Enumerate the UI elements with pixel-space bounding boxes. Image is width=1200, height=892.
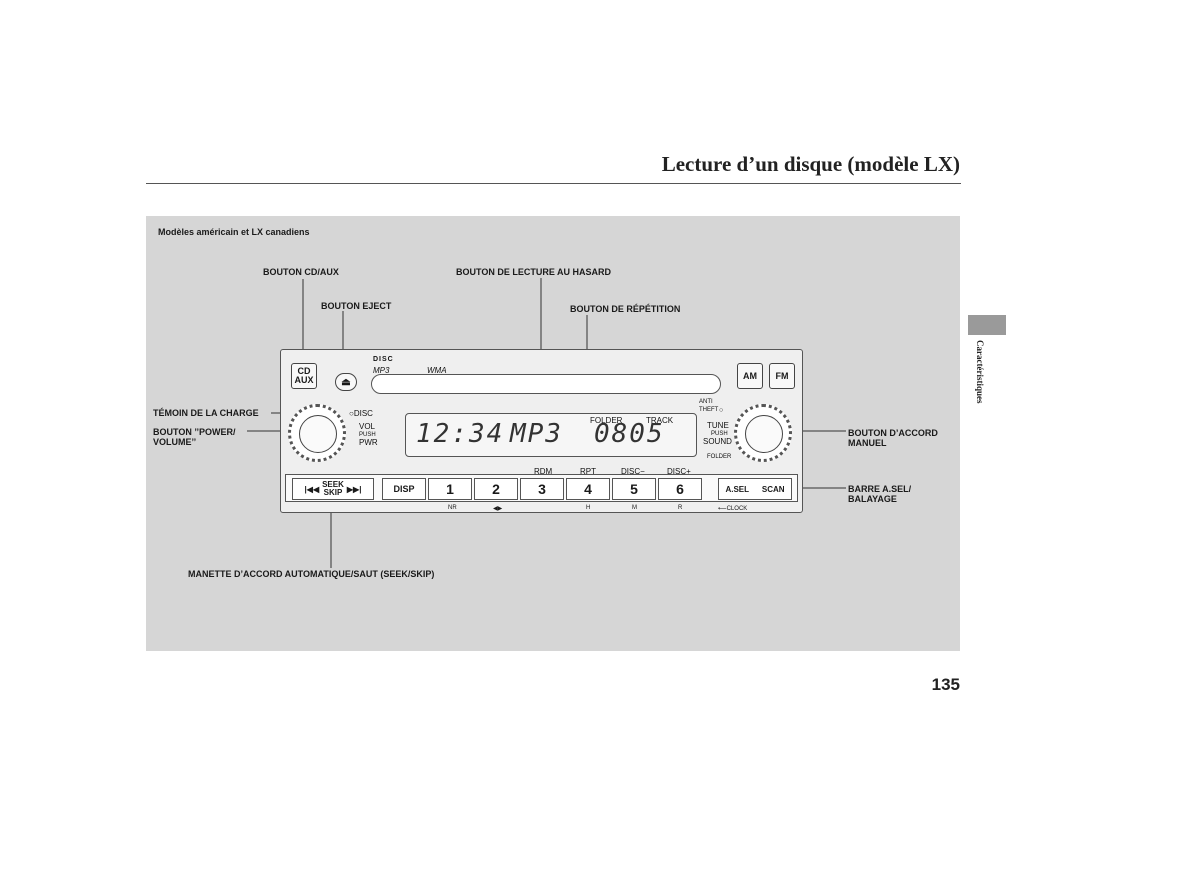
tune-sound-knob[interactable] xyxy=(734,404,792,462)
asel-scan-bar[interactable]: A.SEL SCAN xyxy=(718,478,792,500)
page-title: Lecture d’un disque (modèle LX) xyxy=(661,152,960,176)
seek-prev-icon: |◀◀ xyxy=(304,484,320,494)
callout-charge-indicator: TÉMOIN DE LA CHARGE xyxy=(153,408,259,418)
radio-figure: Modèles américain et LX canadiens BOUTON… xyxy=(146,216,960,651)
preset-button-6[interactable]: 6 xyxy=(658,478,702,500)
display-mode: MP3 xyxy=(510,419,563,449)
callout-eject-button: BOUTON EJECT xyxy=(321,301,392,311)
page-number: 135 xyxy=(931,675,960,694)
seek-skip-label: SEEK SKIP xyxy=(322,480,344,497)
wma-logo: WMA xyxy=(427,366,447,375)
disc-plus-label: DISC+ xyxy=(667,467,691,476)
sound-label: SOUND xyxy=(703,437,732,446)
nr-label: NR xyxy=(448,505,457,511)
disc-slot xyxy=(371,374,721,394)
mp3-logo: MP3 xyxy=(373,366,390,375)
callout-seek-skip-lever: MANETTE D’ACCORD AUTOMATIQUE/SAUT (SEEK/… xyxy=(188,569,435,579)
anti-theft-indicator: ○ xyxy=(719,407,724,414)
preset-button-1[interactable]: 1 xyxy=(428,478,472,500)
r-label: R xyxy=(678,505,683,511)
radio-unit: CD AUX ⏏ DISC MP3 WMA AM FM ○DISC VOL PU… xyxy=(280,349,803,513)
display-clock: 12:34 xyxy=(416,419,505,449)
disc-indicator-label: ○DISC xyxy=(349,409,373,418)
display-folder-track: 0805 xyxy=(594,419,665,449)
rdm-label: RDM xyxy=(534,467,553,476)
clock-label: ⟵CLOCK xyxy=(718,506,748,512)
m-label: M xyxy=(632,505,637,511)
preset-button-3-rdm[interactable]: 3 xyxy=(520,478,564,500)
folder-label: FOLDER xyxy=(707,454,732,460)
cd-aux-button[interactable]: CD AUX xyxy=(291,363,317,389)
section-tab-label: Caractéristiques xyxy=(975,340,985,404)
vol-push-label: PUSH xyxy=(359,432,376,438)
callout-random-button: BOUTON DE LECTURE AU HASARD xyxy=(456,267,612,277)
callout-repeat-button: BOUTON DE RÉPÉTITION xyxy=(570,304,681,314)
seek-next-icon: ▶▶| xyxy=(346,484,362,494)
eject-button[interactable]: ⏏ xyxy=(335,373,357,391)
title-rule xyxy=(146,183,961,184)
callout-tune-knob: BOUTON D’ACCORD MANUEL xyxy=(848,428,938,448)
anti-theft-label: ANTI THEFT xyxy=(699,399,719,413)
seek-skip-lever[interactable]: |◀◀ SEEK SKIP ▶▶| xyxy=(292,478,374,500)
vol-label: VOL xyxy=(359,422,376,431)
h-label: H xyxy=(586,505,591,511)
pwr-label: PWR xyxy=(359,438,378,447)
callout-power-volume-knob: BOUTON ’’POWER/ VOLUME’’ xyxy=(153,427,236,447)
fm-button[interactable]: FM xyxy=(769,363,795,389)
power-volume-knob[interactable] xyxy=(288,404,346,462)
rpt-label: RPT xyxy=(580,467,596,476)
balance-label: ◀▶ xyxy=(493,506,503,512)
asel-label: A.SEL xyxy=(725,484,749,494)
tune-push-label: PUSH xyxy=(711,431,728,437)
callout-cd-aux-button: BOUTON CD/AUX xyxy=(263,267,339,277)
button-bar: |◀◀ SEEK SKIP ▶▶| DISP 1 2 3 4 5 6 A.SEL… xyxy=(285,474,798,502)
model-note: Modèles américain et LX canadiens xyxy=(158,227,310,237)
am-button[interactable]: AM xyxy=(737,363,763,389)
lcd-display: FOLDER TRACK 12:34 MP3 0805 xyxy=(405,413,697,457)
tune-label: TUNE xyxy=(707,421,729,430)
preset-button-5[interactable]: 5 xyxy=(612,478,656,500)
section-tab-marker xyxy=(968,315,1006,335)
callout-asel-scan-bar: BARRE A.SEL/ BALAYAGE xyxy=(848,484,912,504)
preset-button-4-rpt[interactable]: 4 xyxy=(566,478,610,500)
disc-minus-label: DISC− xyxy=(621,467,645,476)
disp-button[interactable]: DISP xyxy=(382,478,426,500)
compact-disc-logo: DISC xyxy=(373,356,394,363)
display-folder-label: FOLDER xyxy=(590,416,623,425)
scan-label: SCAN xyxy=(761,484,785,494)
display-track-label: TRACK xyxy=(646,416,674,425)
preset-button-2[interactable]: 2 xyxy=(474,478,518,500)
